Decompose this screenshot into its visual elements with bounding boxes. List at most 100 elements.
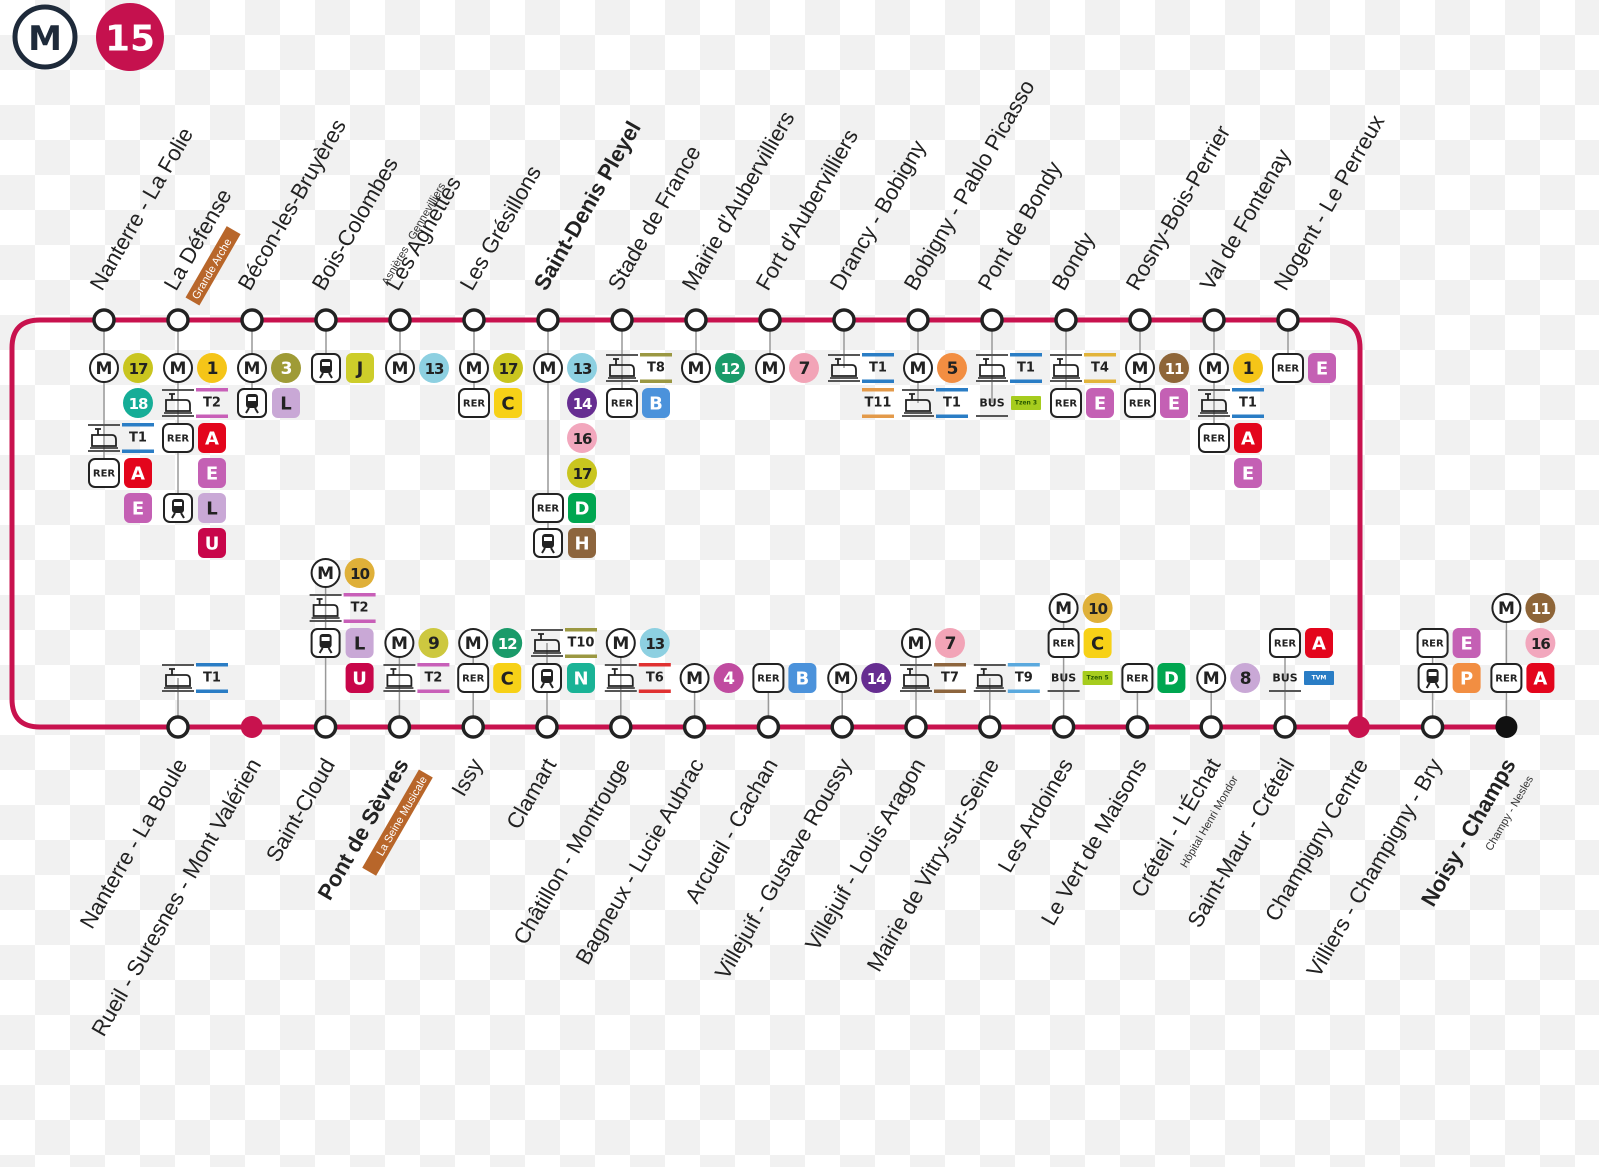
metro-line-17-badge[interactable]: 17 <box>123 353 153 383</box>
tram-line-t1-badge[interactable]: T1 <box>122 423 154 453</box>
station-dot[interactable] <box>832 308 856 332</box>
metro-line-12-badge[interactable]: 12 <box>715 353 745 383</box>
metro-line-1-badge[interactable]: 1 <box>197 353 227 383</box>
tram-line-t2-badge[interactable]: T2 <box>343 593 376 623</box>
tram-line-t1-badge[interactable]: T1 <box>936 388 968 418</box>
station-name[interactable]: Bobigny - Pablo Picasso <box>899 75 1040 294</box>
station-dot[interactable] <box>313 715 338 739</box>
train-line-n-badge[interactable]: N <box>567 663 595 693</box>
station-name[interactable]: Nogent - Le Perreux <box>1269 110 1390 294</box>
rer-line-a-badge[interactable]: A <box>198 423 226 453</box>
rer-line-e-badge[interactable]: E <box>1452 628 1481 658</box>
train-line-j-badge[interactable]: J <box>346 353 374 383</box>
rer-line-c-badge[interactable]: C <box>493 663 522 693</box>
station-dot[interactable] <box>1202 308 1226 332</box>
metro-line-14-badge[interactable]: 14 <box>567 388 597 418</box>
rer-line-e-badge[interactable]: E <box>1234 458 1262 488</box>
bus-line-tzen3-badge[interactable]: Tzen 3 <box>1011 396 1041 410</box>
tram-line-t4-badge[interactable]: T4 <box>1084 353 1116 383</box>
metro-line-13-badge[interactable]: 13 <box>639 628 670 658</box>
station-dot[interactable] <box>609 715 633 739</box>
rer-line-e-badge[interactable]: E <box>1160 388 1188 418</box>
train-line-h-badge[interactable]: H <box>568 528 596 558</box>
rer-line-a-badge[interactable]: A <box>1305 628 1333 658</box>
metro-line-1-badge[interactable]: 1 <box>1233 353 1263 383</box>
station-dot[interactable] <box>1051 715 1076 739</box>
station-dot[interactable] <box>978 715 1002 739</box>
station-dot[interactable] <box>166 715 190 739</box>
rer-line-e-badge[interactable]: E <box>1308 353 1336 383</box>
tram-line-t10-badge[interactable]: T10 <box>565 628 597 658</box>
station-dot[interactable] <box>756 715 781 739</box>
metro-line-10-badge[interactable]: 10 <box>1082 593 1113 623</box>
station-name[interactable]: Villejuif - Gustave Roussy <box>710 754 857 983</box>
station-dot[interactable] <box>1054 308 1078 332</box>
station-dot[interactable] <box>610 308 634 332</box>
station-dot[interactable] <box>387 715 412 739</box>
tram-line-t6-badge[interactable]: T6 <box>638 663 671 693</box>
station-dot[interactable] <box>684 308 708 332</box>
interchange-station-dot[interactable] <box>240 716 263 738</box>
metro-line-3-badge[interactable]: 3 <box>271 353 301 383</box>
metro-line-13-badge[interactable]: 13 <box>419 353 449 383</box>
metro-line-16-badge[interactable]: 16 <box>567 423 597 453</box>
metro-line-5-badge[interactable]: 5 <box>937 353 967 383</box>
station-dot[interactable] <box>314 308 338 332</box>
station-dot[interactable] <box>1276 308 1300 332</box>
station-dot[interactable] <box>906 308 930 332</box>
train-line-l-badge[interactable]: L <box>198 493 226 523</box>
rer-line-a-badge[interactable]: A <box>1234 423 1262 453</box>
station-dot[interactable] <box>1125 715 1150 739</box>
rer-line-b-badge[interactable]: B <box>788 663 817 693</box>
station-dot[interactable] <box>1273 715 1297 739</box>
interchange-station-dot[interactable] <box>1347 716 1370 738</box>
tram-line-t2-badge[interactable]: T2 <box>417 663 450 693</box>
station-dot[interactable] <box>536 308 560 332</box>
rer-line-e-badge[interactable]: E <box>1086 388 1114 418</box>
station-dot[interactable] <box>904 715 928 739</box>
station-dot[interactable] <box>240 308 264 332</box>
station-dot[interactable] <box>758 308 782 332</box>
metro-line-11-badge[interactable]: 11 <box>1159 353 1189 383</box>
rer-line-e-badge[interactable]: E <box>198 458 226 488</box>
station-name[interactable]: Saint-Cloud <box>261 754 340 866</box>
station-dot[interactable] <box>388 308 412 332</box>
tram-line-t8-badge[interactable]: T8 <box>640 353 672 383</box>
rer-line-c-badge[interactable]: C <box>494 388 522 418</box>
metro-line-12-badge[interactable]: 12 <box>492 628 523 658</box>
station-dot[interactable] <box>166 308 190 332</box>
station-name[interactable]: Les Ardoines <box>993 754 1078 877</box>
metro-line-13-badge[interactable]: 13 <box>567 353 597 383</box>
metro-line-11-badge[interactable]: 11 <box>1525 593 1556 623</box>
station-dot[interactable] <box>682 715 707 739</box>
metro-line-16-badge[interactable]: 16 <box>1525 628 1556 658</box>
tram-line-t2-badge[interactable]: T2 <box>196 388 228 418</box>
train-line-u-badge[interactable]: U <box>198 528 226 558</box>
rer-line-a-badge[interactable]: A <box>1526 663 1555 693</box>
rer-line-b-badge[interactable]: B <box>642 388 670 418</box>
tram-line-t1-badge[interactable]: T1 <box>862 353 894 383</box>
rer-line-c-badge[interactable]: C <box>1083 628 1112 658</box>
train-line-p-badge[interactable]: P <box>1452 663 1481 693</box>
terminus-station-dot[interactable] <box>1495 716 1518 738</box>
station-dot[interactable] <box>1128 308 1152 332</box>
station-dot[interactable] <box>461 715 485 739</box>
station-name[interactable]: Bagneux - Lucie Aubrac <box>570 754 708 969</box>
metro-line-14-badge[interactable]: 14 <box>861 663 892 693</box>
tram-line-t1-badge[interactable]: T1 <box>1232 388 1264 418</box>
station-dot[interactable] <box>535 715 559 739</box>
station-name[interactable]: Issy <box>446 754 487 800</box>
station-dot[interactable] <box>92 308 116 332</box>
train-line-l-badge[interactable]: L <box>272 388 300 418</box>
rer-line-d-badge[interactable]: D <box>1157 663 1186 693</box>
tram-line-t1-badge[interactable]: T1 <box>196 663 228 693</box>
station-name[interactable]: Bondy <box>1047 228 1100 295</box>
tram-line-t7-badge[interactable]: T7 <box>934 663 966 693</box>
